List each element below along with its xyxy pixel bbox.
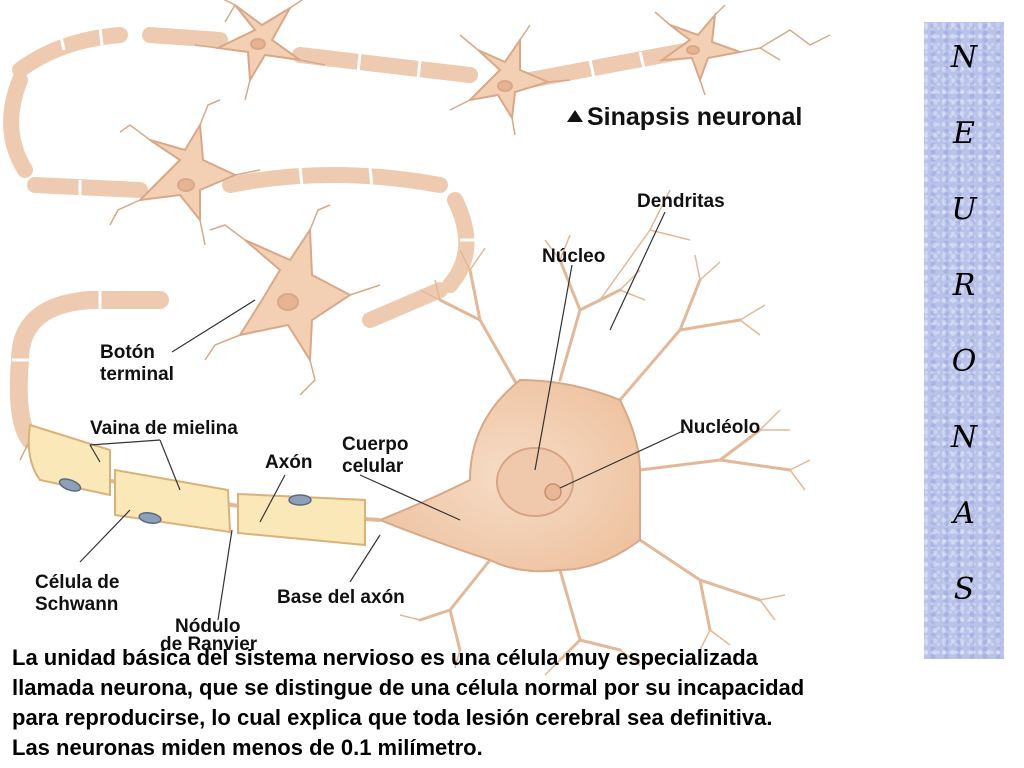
label-nucleo: Núcleo (542, 246, 605, 267)
side-title-letter: A (953, 496, 975, 531)
myelin-sheath-1 (27, 423, 111, 497)
label-boton-line1: Botón (100, 342, 155, 363)
label-dendritas: Dendritas (637, 191, 725, 212)
myelin-sheath-3 (237, 492, 366, 547)
neuron-small-1 (214, 4, 301, 84)
side-title-letter: R (952, 268, 976, 303)
label-boton-line2: terminal (100, 364, 174, 385)
schwann-nucleus-1 (58, 478, 82, 492)
side-title-panel: N E U R O N A S (924, 22, 1004, 659)
neuron-small-4 (137, 121, 238, 223)
side-title-letter: N (950, 40, 978, 75)
caption-line: Las neuronas miden menos de 0.1 milímetr… (12, 735, 483, 760)
label-cuerpo-line1: Cuerpo (342, 434, 409, 455)
schwann-nucleus-2 (138, 511, 162, 525)
label-vaina: Vaina de mielina (90, 418, 238, 439)
neuron-small-2 (467, 36, 551, 122)
side-title-letter: E (953, 116, 975, 151)
myelin-sheath-2 (114, 468, 232, 534)
label-nodulo-line2: de Ranvier (160, 634, 258, 655)
side-title-letter: N (950, 420, 978, 455)
side-title-letter: O (951, 344, 977, 379)
diagram-title: Sinapsis neuronal (587, 103, 802, 131)
caption-line: llamada neurona, que se distingue de una… (12, 675, 805, 700)
label-nodulo-line1: Nódulo (175, 616, 240, 637)
myelinated-axon (27, 423, 381, 547)
label-axon: Axón (265, 452, 313, 473)
label-schwann-line2: Schwann (35, 594, 118, 615)
label-cuerpo-line2: celular (342, 456, 404, 477)
side-title-letter: U (951, 192, 977, 227)
schwann-nucleus-3 (288, 494, 312, 506)
caption-text: La unidad básica del sistema nervioso es… (12, 643, 942, 763)
caption-line: La unidad básica del sistema nervioso es… (12, 645, 758, 670)
label-base-axon: Base del axón (277, 587, 405, 608)
synapse-chain (3, 0, 831, 461)
side-title-letter: S (953, 572, 975, 607)
label-pointers (79, 211, 686, 621)
label-nucleolo: Nucléolo (680, 417, 760, 438)
neuron-small-5 (237, 226, 352, 364)
label-schwann-line1: Célula de (35, 572, 119, 593)
title-arrow-icon (567, 110, 583, 122)
caption-line: para reproducirse, lo cual explica que t… (12, 705, 773, 730)
large-neuron (377, 189, 811, 676)
